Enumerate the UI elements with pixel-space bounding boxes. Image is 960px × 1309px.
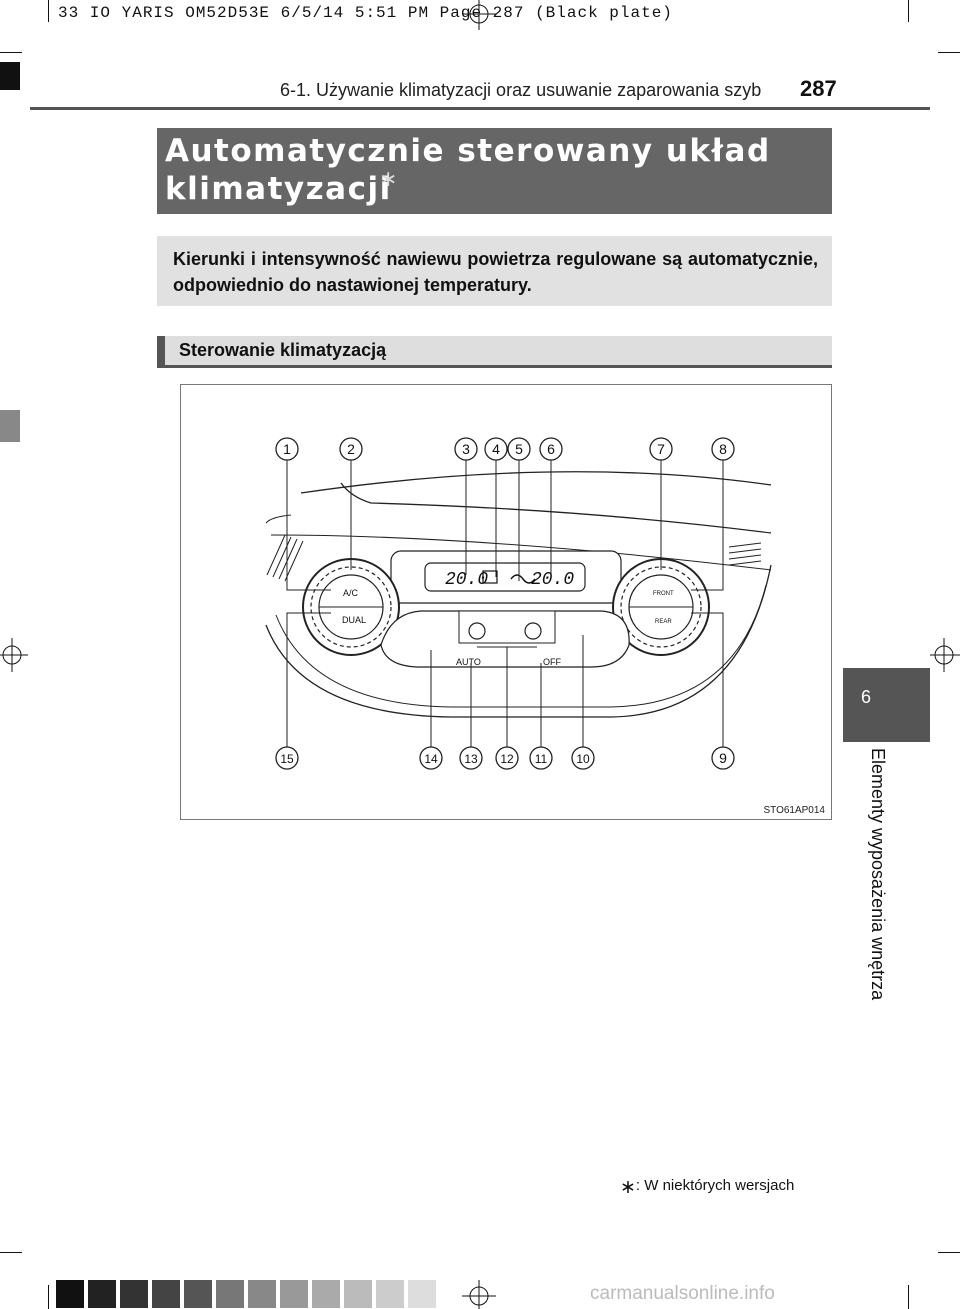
color-swatch xyxy=(280,1280,308,1308)
page-number: 287 xyxy=(800,76,837,101)
registration-mark-bottom xyxy=(462,1280,496,1309)
svg-text:8: 8 xyxy=(719,441,727,457)
svg-text:13: 13 xyxy=(464,752,478,766)
callout-14: 14 xyxy=(419,746,443,770)
registration-mark-right xyxy=(930,638,960,672)
side-marker xyxy=(0,410,20,442)
crop-mark xyxy=(0,52,22,53)
climate-control-illustration: 20.0 20.0 A/C DUAL FRONT REAR AUTO OFF xyxy=(180,384,832,820)
crop-mark xyxy=(938,1252,960,1253)
color-swatch xyxy=(152,1280,180,1308)
color-swatch xyxy=(312,1280,340,1308)
callout-12: 12 xyxy=(495,746,519,770)
callout-8: 8 xyxy=(711,437,735,461)
crop-mark xyxy=(908,0,909,22)
color-swatch xyxy=(376,1280,404,1308)
off-button-label: OFF xyxy=(543,657,561,667)
svg-text:12: 12 xyxy=(500,752,514,766)
print-color-bar xyxy=(56,1280,436,1308)
watermark: carmanualsonline.info xyxy=(590,1283,775,1304)
callout-2: 2 xyxy=(339,437,363,461)
callout-3: 3 xyxy=(454,437,478,461)
fan-level-icon xyxy=(482,570,498,584)
auto-button-label: AUTO xyxy=(456,657,481,667)
color-swatch xyxy=(408,1280,436,1308)
chapter-number: 6 xyxy=(861,687,872,707)
callout-15: 15 xyxy=(275,746,299,770)
page-title: Automatycznie sterowany układ xyxy=(165,133,771,169)
crop-mark xyxy=(48,0,49,22)
rear-defrost-label: REAR xyxy=(655,619,672,625)
svg-text:3: 3 xyxy=(462,441,470,457)
registration-mark-top xyxy=(462,0,496,30)
section-heading-text: Sterowanie klimatyzacją xyxy=(179,340,387,360)
svg-text:15: 15 xyxy=(280,752,294,766)
air-flow-icon xyxy=(510,574,536,584)
title-box: Automatycznie sterowany układ klimatyzac… xyxy=(157,128,832,214)
display-temp-right: 20.0 xyxy=(531,570,574,590)
svg-text:6: 6 xyxy=(547,441,555,457)
svg-text:11: 11 xyxy=(535,752,548,766)
callout-4: 4 xyxy=(484,437,508,461)
chapter-tab: 6 xyxy=(843,668,930,742)
print-header: 33 IO YARIS OM52D53E 6/5/14 5:51 PM Page… xyxy=(48,0,908,30)
dual-button-label: DUAL xyxy=(342,615,366,625)
chapter-label: Elementy wyposażenia wnętrza xyxy=(868,748,888,1001)
registration-mark-left xyxy=(0,638,28,672)
footnote-text: : W niektórych wersjach xyxy=(635,1177,795,1194)
display-temp-left: 20.0 xyxy=(445,570,488,590)
color-swatch xyxy=(344,1280,372,1308)
callout-1: 1 xyxy=(275,437,299,461)
callout-10: 10 xyxy=(571,746,595,770)
footnote-mark: ∗ xyxy=(620,1177,636,1198)
svg-text:14: 14 xyxy=(424,752,438,766)
callout-6: 6 xyxy=(539,437,563,461)
figure-code: STO61AP014 xyxy=(763,805,825,816)
svg-text:10: 10 xyxy=(576,752,590,766)
callout-9: 9 xyxy=(711,746,735,770)
crop-mark xyxy=(0,1252,22,1253)
footnote: ∗: W niektórych wersjach xyxy=(620,1176,794,1199)
color-swatch xyxy=(56,1280,84,1308)
svg-text:9: 9 xyxy=(719,750,727,766)
svg-text:7: 7 xyxy=(657,441,665,457)
color-swatch xyxy=(88,1280,116,1308)
svg-text:5: 5 xyxy=(515,441,523,457)
running-header-title: 6-1. Używanie klimatyzacji oraz usuwanie… xyxy=(280,80,762,100)
color-swatch xyxy=(184,1280,212,1308)
crop-mark xyxy=(48,1285,49,1309)
callout-5: 5 xyxy=(507,437,531,461)
callout-13: 13 xyxy=(459,746,483,770)
crop-mark xyxy=(938,52,960,53)
header-rule xyxy=(30,107,930,110)
intro-text: Kierunki i intensywność nawiewu powietrz… xyxy=(173,249,818,295)
svg-text:2: 2 xyxy=(347,441,355,457)
page-title-continued: klimatyzacji xyxy=(165,171,392,207)
callout-11: 11 xyxy=(529,746,553,770)
section-heading: Sterowanie klimatyzacją xyxy=(157,336,832,368)
ac-button-label: A/C xyxy=(343,588,359,598)
climate-panel-drawing: 20.0 20.0 A/C DUAL FRONT REAR AUTO OFF xyxy=(265,437,772,770)
svg-text:4: 4 xyxy=(492,441,500,457)
svg-text:1: 1 xyxy=(283,441,291,457)
intro-box: Kierunki i intensywność nawiewu powietrz… xyxy=(157,236,832,306)
color-swatch xyxy=(248,1280,276,1308)
footnote-mark: ∗ xyxy=(379,166,398,191)
corner-block xyxy=(0,62,20,90)
front-defrost-label: FRONT xyxy=(653,591,674,597)
print-header-text: 33 IO YARIS OM52D53E 6/5/14 5:51 PM Page… xyxy=(58,4,673,22)
color-swatch xyxy=(120,1280,148,1308)
callout-7: 7 xyxy=(649,437,673,461)
color-swatch xyxy=(216,1280,244,1308)
crop-mark xyxy=(908,1285,909,1309)
